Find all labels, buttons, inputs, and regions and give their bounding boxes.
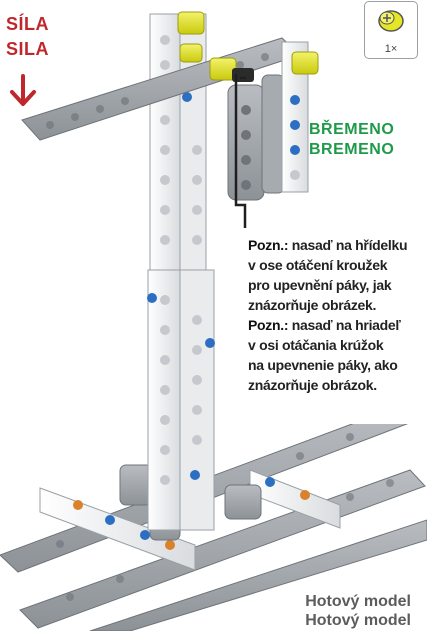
parts-quantity: 1× (384, 43, 398, 55)
force-label-sk: SILA (6, 39, 50, 59)
finished-model-sk: Hotový model (305, 612, 411, 629)
note-line-2: v ose otáčení kroužek (248, 257, 388, 273)
note-prefix-sk: Pozn.: (248, 317, 289, 333)
load-label-sk: BREMENO (309, 141, 395, 158)
note-line-5: Pozn.: nasaď na hriadeľ (248, 315, 427, 335)
note-line-3: pro upevnění páky, jak (248, 277, 392, 293)
force-label-cz: SÍLA (6, 14, 50, 34)
finished-model-cz: Hotový model (305, 593, 411, 610)
note-line-7: na upevnenie páky, ako (248, 357, 398, 373)
force-label: SÍLA SILA (6, 12, 49, 62)
note-line-4: znázorňuje obrázek. (248, 297, 377, 313)
hanging-load (227, 41, 309, 201)
down-arrow-icon (10, 74, 36, 106)
bottom-white-beams (39, 469, 341, 571)
yellow-axles (177, 11, 319, 82)
parts-needed-box: 1× (364, 1, 418, 59)
note-background (242, 228, 427, 424)
callout-line (234, 74, 247, 232)
vertical-column (147, 13, 215, 531)
assembly-note: Pozn.: nasaď na hřídelku v ose otáčení k… (248, 235, 427, 395)
load-label-cz: BŘEMENO (309, 121, 395, 138)
note-line-1: Pozn.: nasaď na hřídelku (248, 235, 427, 255)
note-prefix-cz: Pozn.: (248, 237, 289, 253)
note-line-8: znázorňuje obrázok. (248, 377, 377, 393)
note-text-1: nasaď na hřídelku (288, 237, 408, 253)
finished-model-label: Hotový model Hotový model (305, 592, 411, 630)
load-label: BŘEMENO BREMENO (309, 120, 394, 160)
note-text-5: nasaď na hriadeľ (288, 317, 401, 333)
bushing-part-icon (378, 10, 404, 32)
note-line-6: v osi otáčania krúžok (248, 337, 384, 353)
